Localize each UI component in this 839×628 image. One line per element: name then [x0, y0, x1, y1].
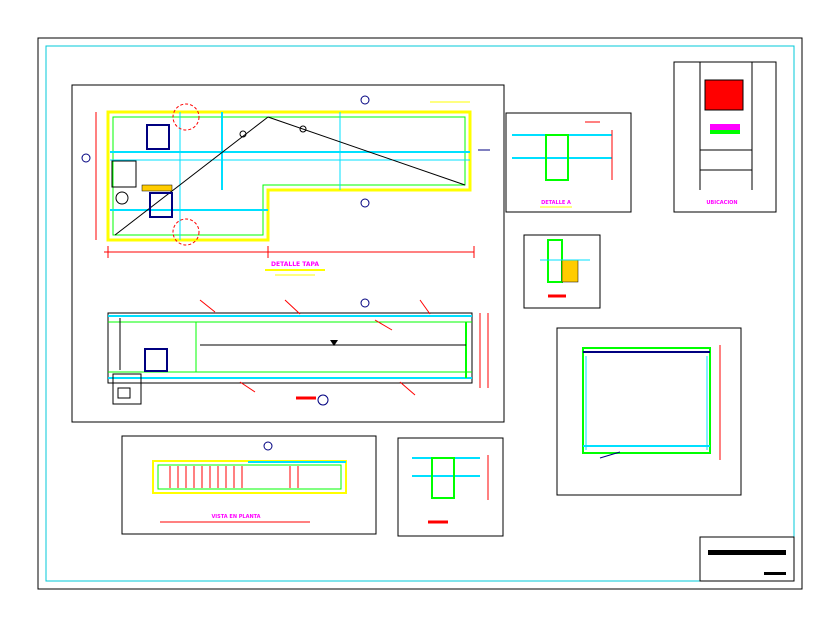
tank-plan — [81, 95, 490, 258]
plan-view-panel: DETALLE TAPA — [71, 84, 505, 423]
title-block-icon — [708, 550, 786, 555]
pump-equipment — [144, 348, 168, 372]
detail-a-title: DETALLE A — [541, 200, 571, 206]
inner-frame — [45, 45, 795, 582]
section-marker-icon — [360, 298, 370, 308]
location-title: UBICACION — [706, 200, 737, 206]
section-marker-icon — [263, 441, 273, 451]
small-detail-panel — [523, 234, 601, 309]
water-level-icon — [330, 340, 338, 346]
site-highlight — [704, 79, 744, 111]
title-block — [699, 536, 795, 582]
location-panel: UBICACION — [673, 61, 777, 213]
section-marker-icon — [360, 198, 370, 208]
tank-cross-section-panel — [556, 327, 742, 496]
bottom-detail-panel — [397, 437, 504, 537]
section-marker-icon — [360, 95, 370, 105]
tank-section — [107, 298, 489, 406]
pump-equipment — [146, 124, 170, 150]
bottom-left-title: VISTA EN PLANTA — [211, 514, 260, 520]
plan-title: DETALLE TAPA — [271, 261, 319, 268]
pump-equipment — [149, 192, 173, 218]
bottom-left-panel: VISTA EN PLANTA — [121, 435, 377, 535]
outer-border — [37, 37, 803, 590]
section-marker-icon — [81, 153, 91, 163]
detail-a-panel: DETALLE A — [505, 112, 632, 213]
